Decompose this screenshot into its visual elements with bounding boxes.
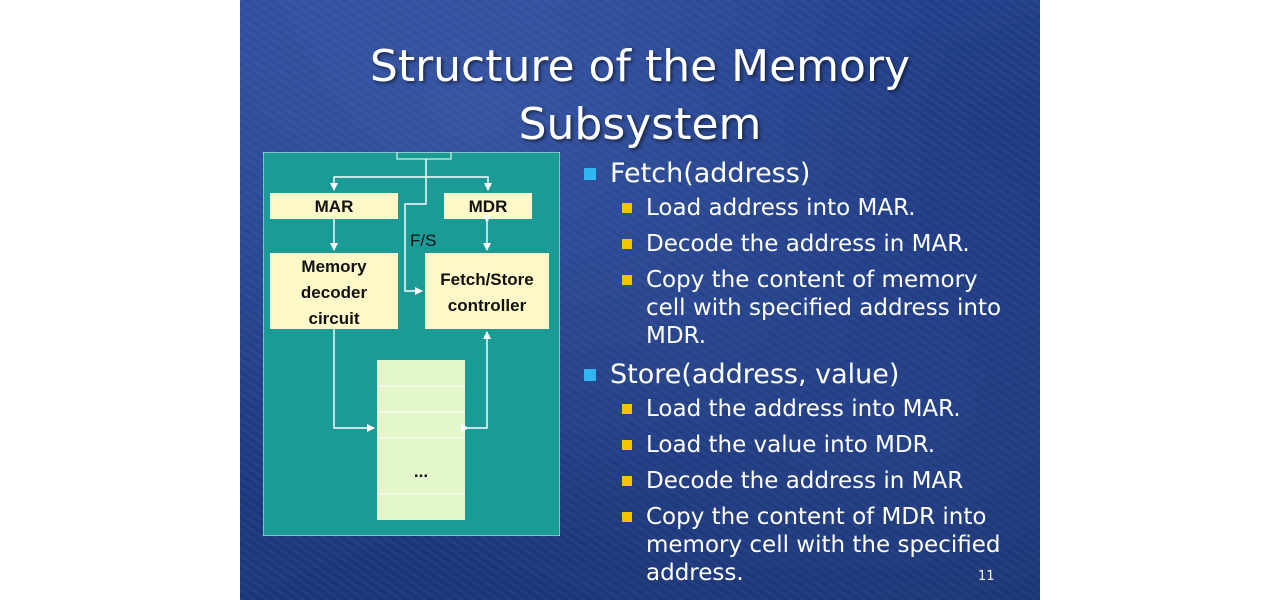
fetch-step-1: Load address into MAR. xyxy=(580,194,1020,222)
sub-bullet-square-icon xyxy=(622,404,632,414)
bullet-fetch: Fetch(address) xyxy=(580,157,1020,191)
store-step-2: Load the value into MDR. xyxy=(580,431,1020,459)
fetch-store-controller-label-line-1: Fetch/Store xyxy=(440,270,534,289)
fs-signal-label: F/S xyxy=(410,231,436,250)
fetch-step-1-text: Load address into MAR. xyxy=(646,195,916,221)
mar-register-label: MAR xyxy=(315,197,354,216)
bullet-store-text: Store(address, value) xyxy=(610,359,900,390)
fetch-step-3-text: Copy the content of memory cell with spe… xyxy=(646,267,1002,349)
sub-bullet-square-icon xyxy=(622,203,632,213)
bullet-square-icon xyxy=(584,168,596,180)
fetch-store-controller-label-line-2: controller xyxy=(448,296,527,315)
top-bus-connector xyxy=(396,152,452,160)
memory-controller-link xyxy=(461,331,491,432)
bus-to-mdr-arrow xyxy=(426,176,492,191)
store-step-1: Load the address into MAR. xyxy=(580,395,1020,423)
fetch-store-controller-box xyxy=(425,253,549,329)
mar-register-box xyxy=(270,193,398,219)
decoder-to-memory-arrow xyxy=(333,329,375,432)
store-step-4-text: Copy the content of MDR into memory cell… xyxy=(646,504,1001,586)
mdr-register-box xyxy=(444,193,532,219)
bullet-list: Fetch(address) Load address into MAR. De… xyxy=(580,155,1020,595)
fetch-steps: Load address into MAR. Decode the addres… xyxy=(580,194,1020,350)
fs-control-arrow xyxy=(404,177,427,295)
bullet-square-icon xyxy=(584,369,596,381)
store-step-3: Decode the address in MAR xyxy=(580,467,1020,495)
slide-title-line-1: Structure of the Memory xyxy=(369,41,911,92)
memory-subsystem-diagram: MAR MDR Memory decoder circuit Fetch/Sto… xyxy=(263,152,560,536)
slide-title-line-2: Subsystem xyxy=(518,99,762,150)
store-steps: Load the address into MAR. Load the valu… xyxy=(580,395,1020,587)
mdr-register-label: MDR xyxy=(469,197,508,216)
fetch-step-2: Decode the address in MAR. xyxy=(580,230,1020,258)
sub-bullet-square-icon xyxy=(622,275,632,285)
fetch-step-2-text: Decode the address in MAR. xyxy=(646,231,970,257)
store-step-1-text: Load the address into MAR. xyxy=(646,396,961,422)
memory-decoder-label-line-3: circuit xyxy=(308,309,359,328)
sub-bullet-square-icon xyxy=(622,239,632,249)
store-step-4: Copy the content of MDR into memory cell… xyxy=(580,503,1020,587)
memory-decoder-label-line-1: Memory xyxy=(301,257,367,276)
bus-to-mar-arrow xyxy=(330,159,427,191)
sub-bullet-square-icon xyxy=(622,512,632,522)
bullet-fetch-text: Fetch(address) xyxy=(610,158,811,189)
store-step-3-text: Decode the address in MAR xyxy=(646,468,964,494)
diagram-connections xyxy=(330,159,492,432)
sub-bullet-square-icon xyxy=(622,476,632,486)
slide: Structure of the Memory Subsystem MAR MD… xyxy=(240,0,1040,600)
memory-ellipsis: ... xyxy=(414,462,428,481)
memory-cell-array xyxy=(377,360,465,520)
memory-decoder-box xyxy=(270,253,398,329)
page-number: 11 xyxy=(978,569,995,584)
slide-title: Structure of the Memory Subsystem xyxy=(240,38,1040,154)
memory-decoder-label-line-2: decoder xyxy=(301,283,368,302)
store-step-2-text: Load the value into MDR. xyxy=(646,432,936,458)
bullet-store: Store(address, value) xyxy=(580,358,1020,392)
sub-bullet-square-icon xyxy=(622,440,632,450)
fetch-step-3: Copy the content of memory cell with spe… xyxy=(580,266,1020,350)
